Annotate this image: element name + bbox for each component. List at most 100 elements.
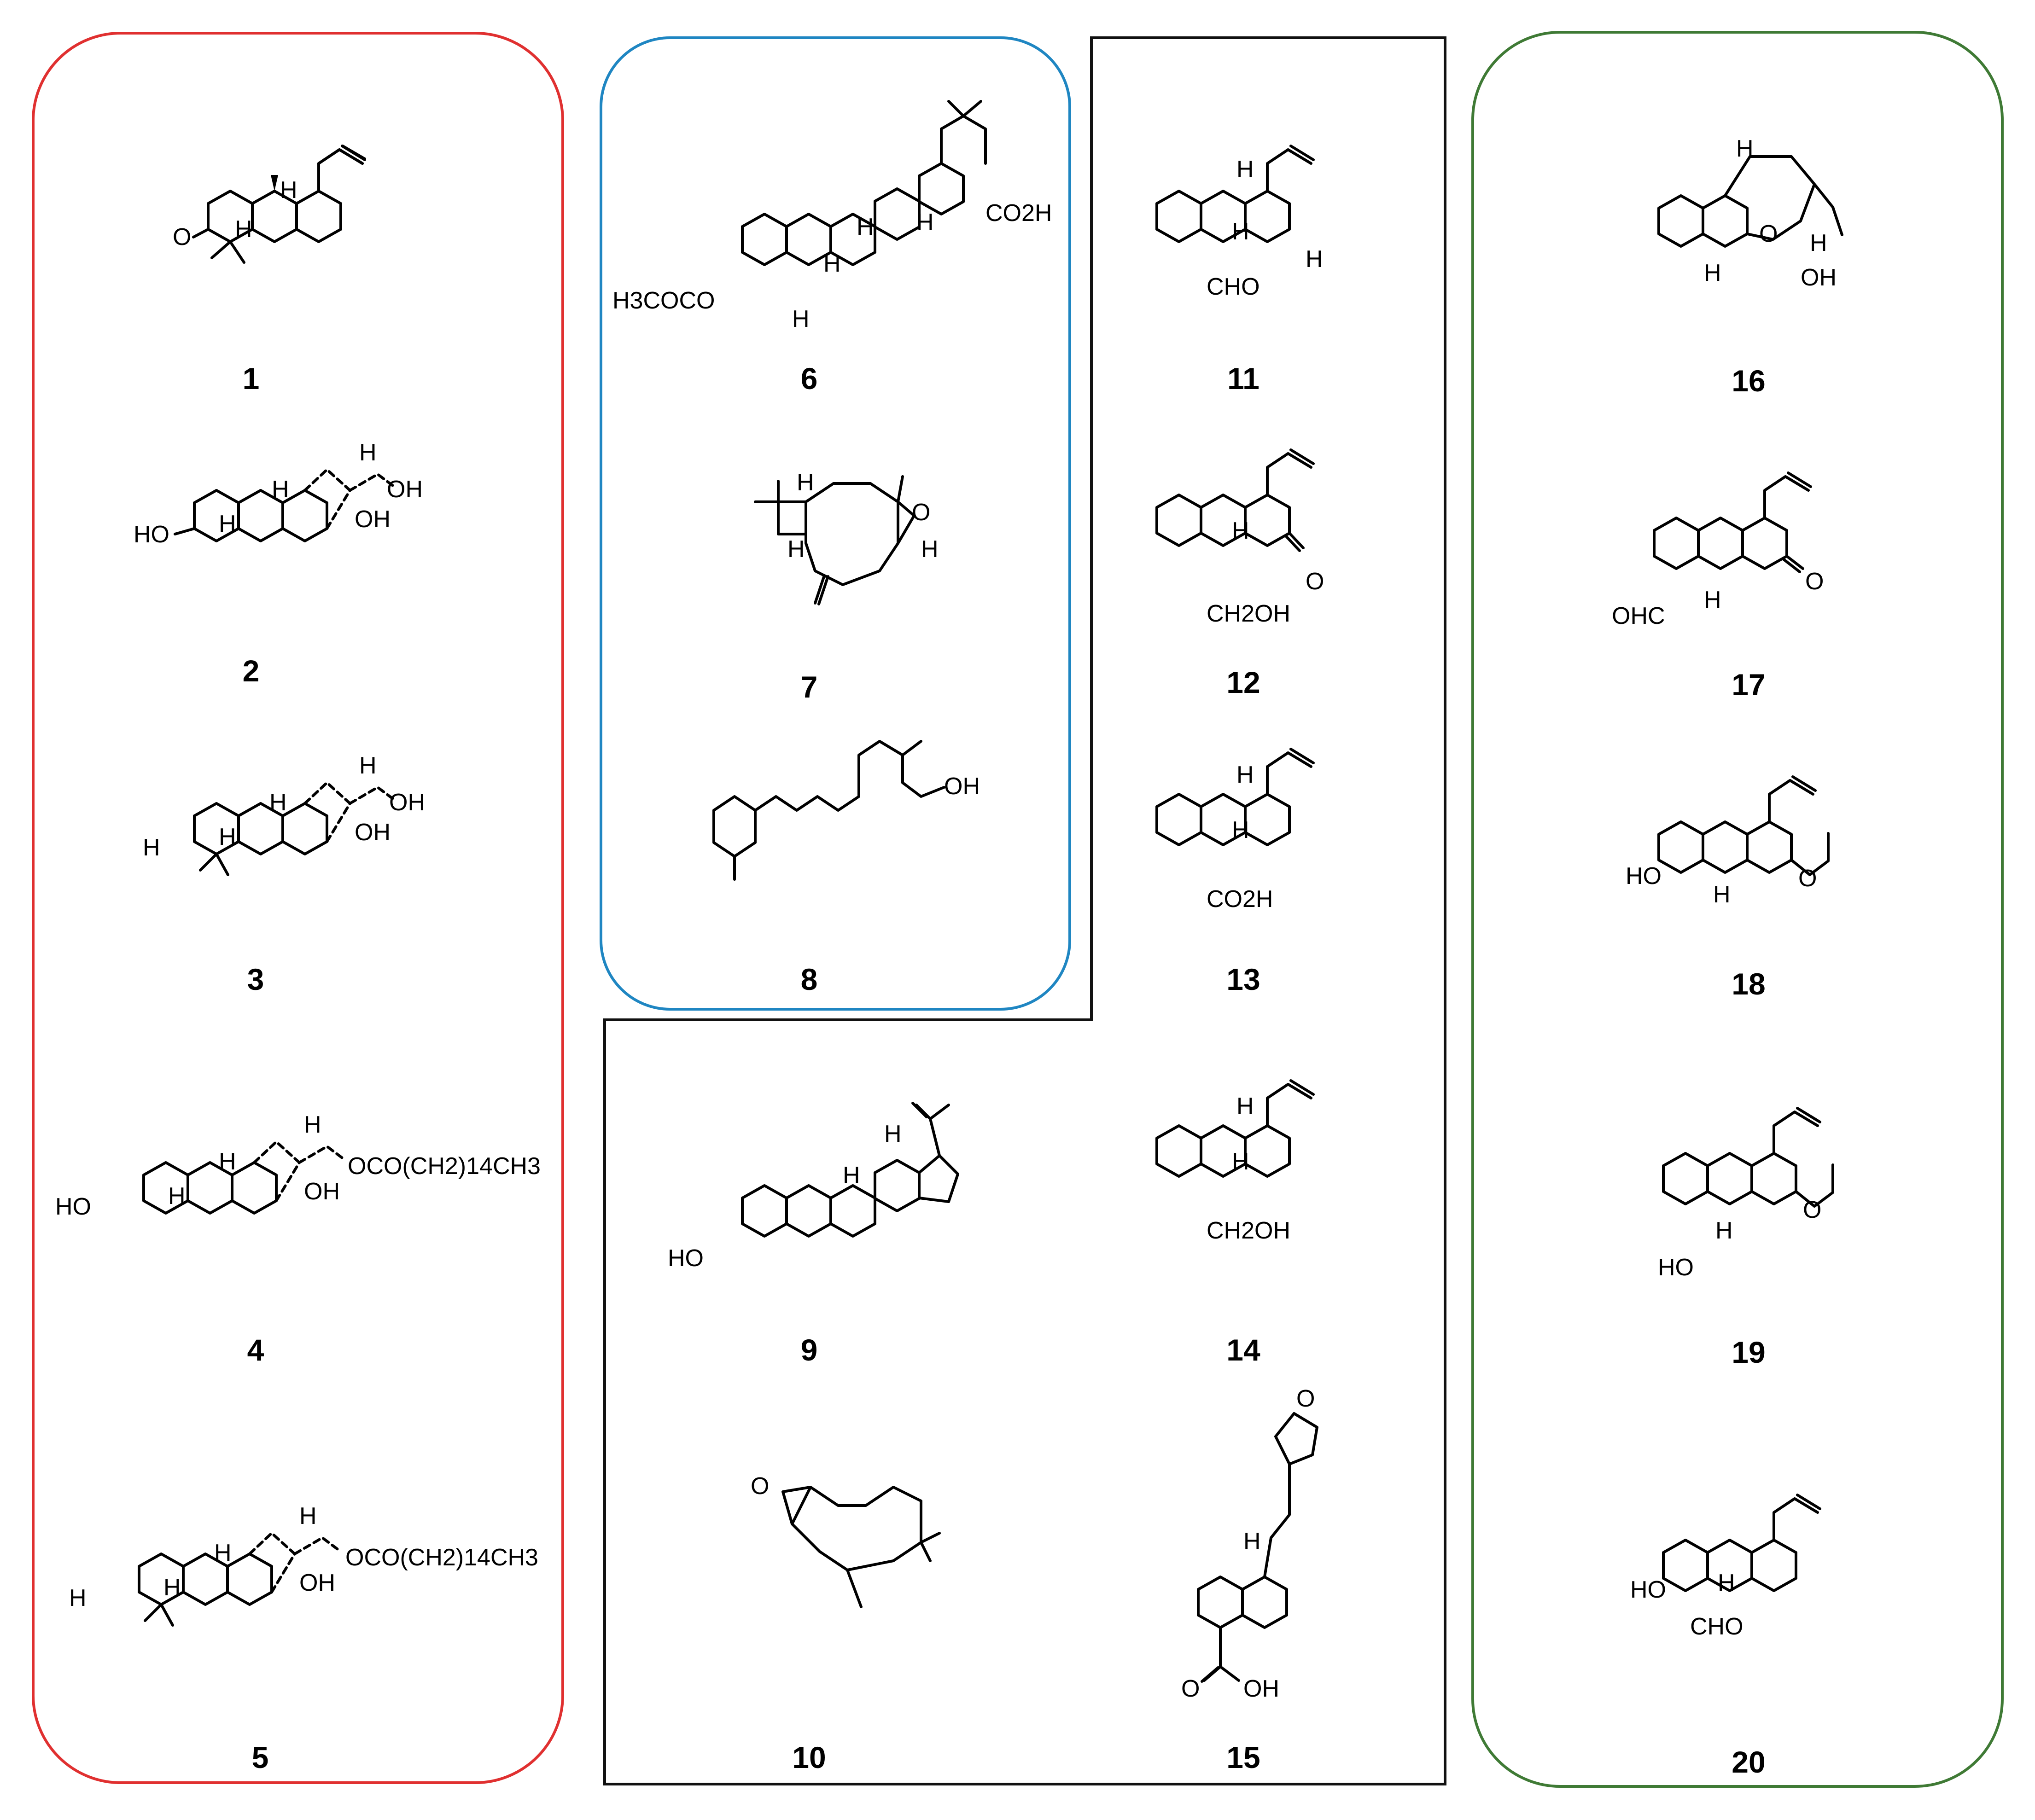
structure-12: CH2OH H O <box>1157 448 1324 627</box>
atom-label: HO <box>55 1193 91 1220</box>
atom-label: OH <box>355 819 391 846</box>
atom-label: H <box>843 1162 860 1189</box>
atom-label: H <box>219 824 236 850</box>
atom-label: H <box>1704 260 1721 286</box>
atom-label: O <box>1296 1385 1315 1412</box>
atom-label: H <box>857 214 874 240</box>
atom-label: H <box>219 1148 236 1175</box>
atom-label: CH2OH <box>1207 1217 1290 1244</box>
compound-number: 10 <box>792 1740 826 1774</box>
atom-label: OH <box>304 1178 340 1205</box>
atom-label: H <box>1704 587 1721 613</box>
atom-label: OH <box>387 476 423 503</box>
atom-label: H <box>1306 246 1323 273</box>
atom-label: H <box>168 1183 186 1209</box>
atom-label: H <box>1232 817 1249 843</box>
group-box-red <box>32 32 564 1784</box>
ester-label: OCO(CH2)14CH3 <box>345 1544 538 1571</box>
atom-label: H <box>1232 1148 1249 1175</box>
structure-16: H O H H OH <box>1659 135 1843 291</box>
atom-label: CHO <box>1690 1613 1743 1640</box>
atom-label: H <box>235 216 252 243</box>
atom-label: OH <box>299 1570 335 1596</box>
structure-11: CHO H H H <box>1157 145 1323 300</box>
compound-number: 15 <box>1226 1740 1260 1774</box>
structure-2: HO H H OH OH H <box>134 439 423 548</box>
atom-label: H <box>304 1111 321 1138</box>
atom-label: H <box>214 1540 232 1566</box>
atom-label: H <box>823 250 841 277</box>
structure-19: HO H O <box>1658 1107 1834 1281</box>
compound-number: 13 <box>1226 962 1260 996</box>
atom-label: H <box>299 1503 317 1529</box>
atom-label: O <box>1803 1197 1821 1223</box>
atom-label: H <box>1715 1217 1733 1244</box>
atom-label: H <box>884 1121 902 1147</box>
compound-number: 2 <box>243 654 260 688</box>
atom-label: H <box>1236 156 1254 183</box>
atom-label: H <box>1810 230 1827 256</box>
atom-label: O <box>1759 221 1778 247</box>
atom-label: OHC <box>1612 603 1665 629</box>
atom-label: CHO <box>1207 273 1260 300</box>
compound-number: 16 <box>1732 364 1765 398</box>
atom-label: HO <box>1630 1576 1666 1603</box>
atom-label: H <box>269 789 287 816</box>
compound-number: 18 <box>1732 967 1765 1001</box>
structure-18: HO H O <box>1626 775 1830 908</box>
atom-label: OH <box>355 506 391 533</box>
atom-label: O <box>1805 568 1824 595</box>
compound-number: 3 <box>247 962 264 996</box>
structure-8: OH <box>712 740 980 881</box>
atom-label: H <box>1713 881 1731 908</box>
atom-label: O <box>1181 1675 1200 1702</box>
atom-label: O <box>912 499 930 526</box>
group-box-blue <box>600 36 1071 1011</box>
structure-15: O H O OH <box>1181 1385 1318 1702</box>
atom-label: OH <box>1243 1675 1279 1702</box>
compound-number: 14 <box>1226 1333 1260 1367</box>
compound-number: 11 <box>1227 361 1259 395</box>
structure-20: HO H CHO <box>1630 1494 1821 1640</box>
atom-label: H <box>797 469 814 496</box>
atom-label: O <box>1798 865 1817 892</box>
structure-5: H H H OH H OCO(CH2)14CH3 <box>69 1503 538 1627</box>
atom-label: H <box>359 439 377 466</box>
compound-number: 1 <box>243 361 260 395</box>
atom-label: H <box>163 1574 181 1601</box>
atom-label: H <box>921 536 939 563</box>
atom-label: OH <box>1801 264 1837 291</box>
compound-number: 20 <box>1732 1745 1765 1779</box>
compound-number: 19 <box>1732 1335 1765 1369</box>
atom-label: H <box>792 306 810 332</box>
atom-label: H <box>1232 518 1249 544</box>
atom-label: H <box>359 752 377 779</box>
atom-label: CH2OH <box>1207 600 1290 627</box>
structure-7: H H O H <box>754 469 939 605</box>
atom-label: H <box>143 834 160 861</box>
compound-number: 6 <box>801 361 818 395</box>
atom-label: H <box>787 536 805 563</box>
atom-label: CO2H <box>985 200 1052 227</box>
atom-label: H <box>1232 218 1249 245</box>
structure-1: O H H <box>173 145 366 264</box>
atom-label: HO <box>668 1245 704 1272</box>
compound-number: 7 <box>801 670 818 704</box>
structure-9: HO H H <box>668 1102 959 1272</box>
ester-label: OCO(CH2)14CH3 <box>348 1153 541 1180</box>
compound-number: 8 <box>801 962 818 996</box>
atom-label: H <box>280 177 297 204</box>
structure-3: H H H OH OH H <box>143 752 425 876</box>
atom-label: H <box>219 511 236 537</box>
structure-17: OHC H O <box>1612 471 1824 629</box>
atom-label: H <box>1236 1093 1254 1120</box>
structure-13: CO2H H H <box>1157 748 1315 913</box>
atom-label: OH <box>944 773 980 800</box>
atom-label: H <box>1736 135 1754 162</box>
atom-label: H <box>916 209 934 236</box>
atom-label: H3COCO <box>612 287 715 314</box>
compound-number: 17 <box>1732 668 1765 702</box>
compound-number: 5 <box>252 1740 269 1774</box>
atom-label: HO <box>1626 863 1662 890</box>
